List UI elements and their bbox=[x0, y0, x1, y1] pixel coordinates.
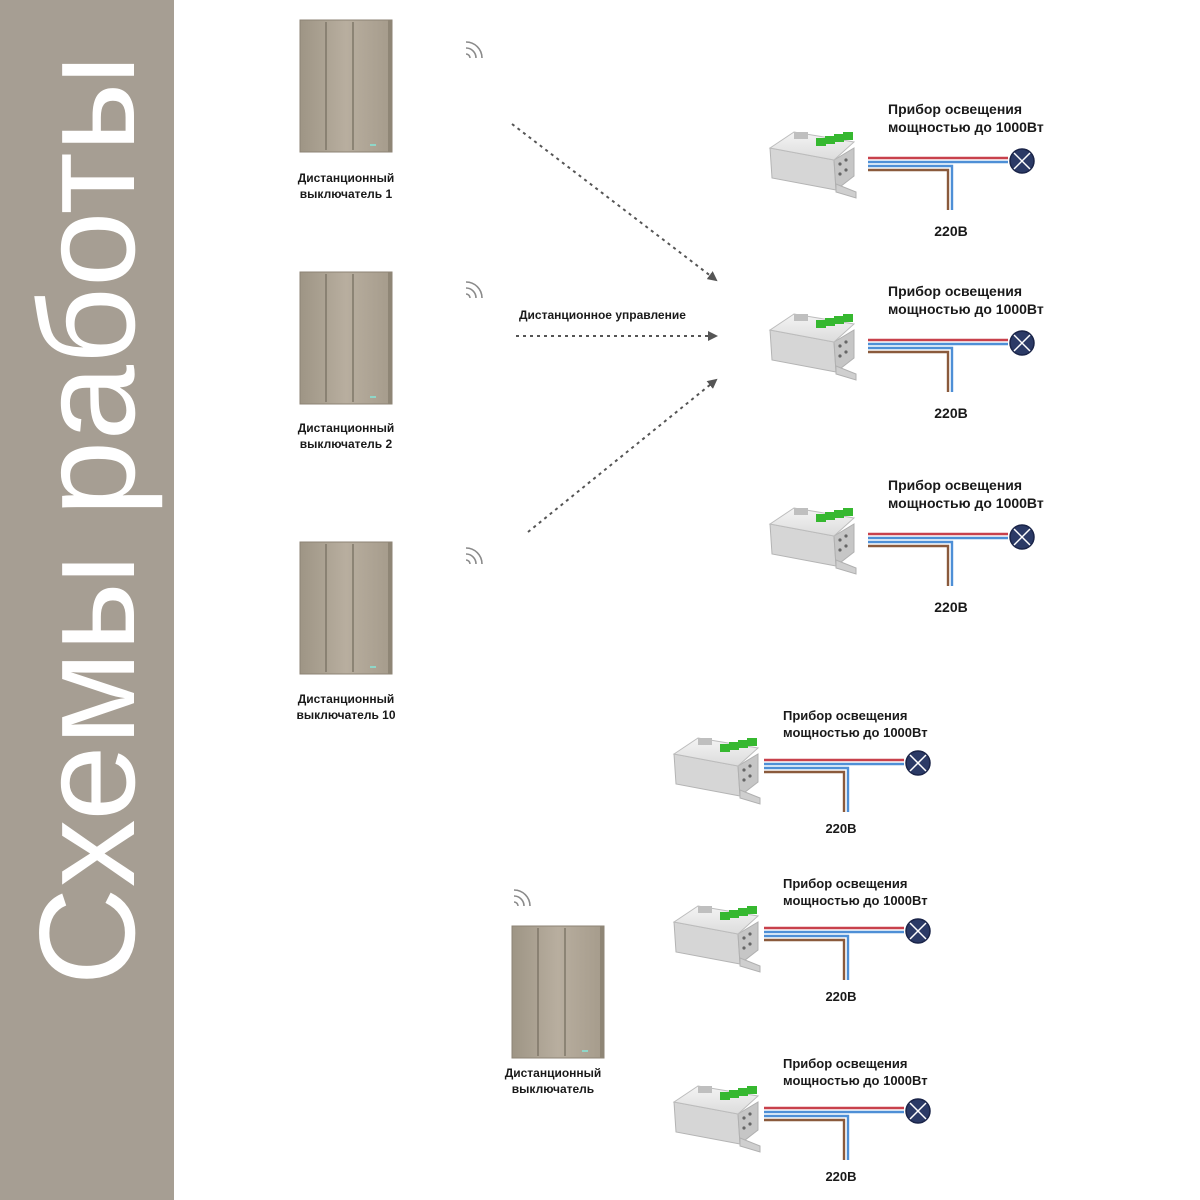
light-label-line2: мощностью до 1000Вт bbox=[783, 893, 928, 908]
relay-module-icon bbox=[769, 131, 857, 199]
relay-module-icon bbox=[769, 313, 857, 381]
switch-label-line2: выключатель 2 bbox=[300, 437, 393, 451]
wireless-signal-icon bbox=[465, 547, 483, 565]
wiring-icon bbox=[762, 1097, 932, 1162]
light-label-line1: Прибор освещения bbox=[888, 477, 1022, 493]
top-switch-2: Дистанционный выключатель 2 bbox=[298, 271, 483, 451]
switch-label-line2: выключатель 10 bbox=[296, 708, 395, 722]
voltage-label: 220В bbox=[825, 989, 856, 1004]
arrow-line-1 bbox=[511, 123, 718, 282]
switch-label-line1: Дистанционный bbox=[298, 171, 395, 185]
wiring-icon bbox=[762, 749, 932, 814]
wiring-icon bbox=[866, 329, 1036, 394]
light-label-line1: Прибор освещения bbox=[888, 283, 1022, 299]
top-receiver-1: Прибор освещения мощностью до 1000Вт 220… bbox=[769, 101, 1044, 239]
bottom-switch: Дистанционный выключатель bbox=[505, 889, 605, 1096]
bottom-receiver-1: Прибор освещения мощностью до 1000Вт 220… bbox=[673, 708, 932, 836]
wireless-signal-icon bbox=[465, 41, 483, 59]
sidebar: Схемы работы bbox=[0, 0, 174, 1200]
relay-module-icon bbox=[673, 1085, 761, 1153]
light-label-line1: Прибор освещения bbox=[783, 708, 907, 723]
light-label-line2: мощностью до 1000Вт bbox=[783, 1073, 928, 1088]
wiring-icon bbox=[866, 147, 1036, 212]
remote-control-arrows: Дистанционное управление bbox=[511, 123, 718, 533]
wireless-signal-icon bbox=[465, 281, 483, 299]
light-label-line2: мощностью до 1000Вт bbox=[888, 495, 1044, 511]
remote-control-label: Дистанционное управление bbox=[519, 308, 686, 322]
wiring-icon bbox=[762, 917, 932, 982]
switch-icon bbox=[299, 541, 393, 675]
top-receiver-3: Прибор освещения мощностью до 1000Вт 220… bbox=[769, 477, 1044, 615]
voltage-label: 220В bbox=[934, 405, 967, 421]
wiring-icon bbox=[866, 523, 1036, 588]
top-receiver-2: Прибор освещения мощностью до 1000Вт 220… bbox=[769, 283, 1044, 421]
voltage-label: 220В bbox=[825, 821, 856, 836]
relay-module-icon bbox=[673, 737, 761, 805]
light-label-line1: Прибор освещения bbox=[888, 101, 1022, 117]
voltage-label: 220В bbox=[934, 223, 967, 239]
light-label-line2: мощностью до 1000Вт bbox=[888, 119, 1044, 135]
light-label-line1: Прибор освещения bbox=[783, 876, 907, 891]
bottom-receiver-2: Прибор освещения мощностью до 1000Вт 220… bbox=[673, 876, 932, 1004]
wireless-signal-icon bbox=[513, 889, 531, 907]
voltage-label: 220В bbox=[825, 1169, 856, 1184]
switch-label-line1: Дистанционный bbox=[505, 1066, 602, 1080]
switch-label-line2: выключатель 1 bbox=[300, 187, 393, 201]
switch-icon bbox=[511, 925, 605, 1059]
light-label-line2: мощностью до 1000Вт bbox=[888, 301, 1044, 317]
voltage-label: 220В bbox=[934, 599, 967, 615]
relay-module-icon bbox=[673, 905, 761, 973]
light-label-line2: мощностью до 1000Вт bbox=[783, 725, 928, 740]
switch-icon bbox=[299, 271, 393, 405]
bottom-receiver-3: Прибор освещения мощностью до 1000Вт 220… bbox=[673, 1056, 932, 1184]
top-switch-10: Дистанционный выключатель 10 bbox=[296, 541, 483, 722]
light-label-line1: Прибор освещения bbox=[783, 1056, 907, 1071]
switch-icon bbox=[299, 19, 393, 153]
switch-label-line1: Дистанционный bbox=[298, 692, 395, 706]
switch-label-line1: Дистанционный bbox=[298, 421, 395, 435]
top-switch-1: Дистанционный выключатель 1 bbox=[298, 19, 483, 201]
arrow-line-3 bbox=[527, 378, 718, 533]
relay-module-icon bbox=[769, 507, 857, 575]
switch-label-line2: выключатель bbox=[512, 1082, 594, 1096]
